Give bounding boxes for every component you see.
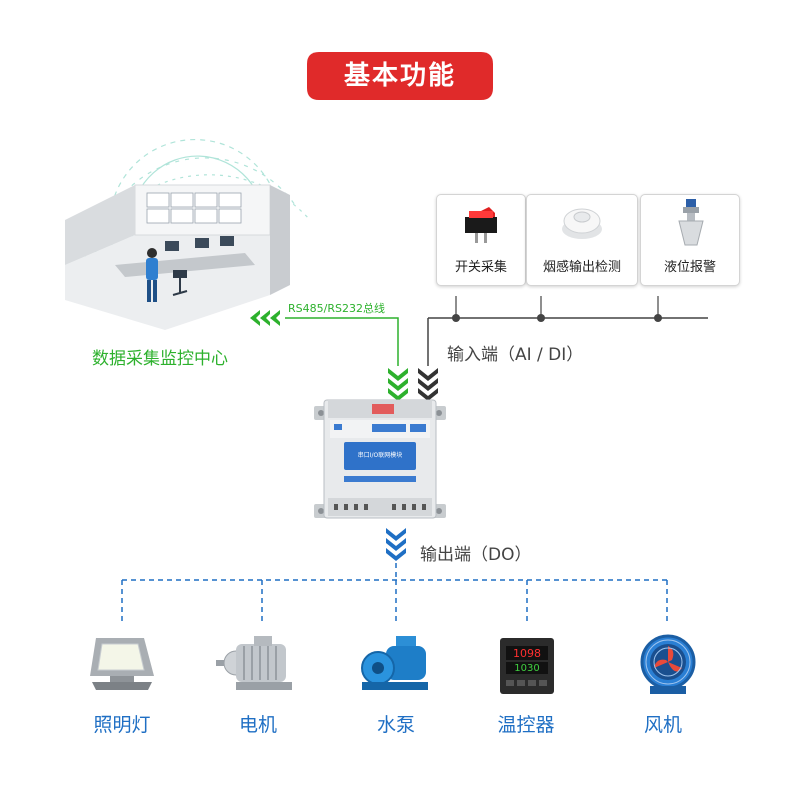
output-tree [121,563,668,625]
sensor-card-smoke: 烟感输出检测 [526,194,638,286]
device-label: 风机 [643,714,682,736]
sensor-card-switch: 开关采集 [436,194,526,286]
green-down-arrows [388,368,408,401]
monitoring-center-illustration [65,139,311,330]
dark-down-arrows [418,368,438,401]
device-label: 照明灯 [93,714,151,736]
rs485-line [285,317,399,366]
motor-icon [216,636,292,690]
sensor-label: 液位报警 [663,260,716,275]
floodlight-icon [90,638,154,690]
blue-down-arrows [386,528,406,561]
thermostat-icon: 1098 1030 [500,638,554,694]
io-module-body [314,399,446,519]
sensor-label: 开关采集 [454,260,507,275]
device-label: 温控器 [497,714,555,736]
page-title: 基本功能 [343,61,456,91]
smoke-detector-icon [562,208,602,239]
level-sensor-icon [678,199,704,246]
sensor-card-level: 液位报警 [640,194,740,286]
svg-text:1098: 1098 [513,647,541,660]
device-label: 水泵 [376,714,415,736]
input-port-label: 输入端（AI / DI） [447,345,584,365]
bus-node [537,314,545,322]
io-module: 串口I/O联网模块 [314,398,446,522]
io-module-name: 串口I/O联网模块 [357,452,403,459]
title-banner-bg [307,52,493,100]
svg-text:1030: 1030 [514,663,539,674]
bus-node [654,314,662,322]
sensor-label: 烟感输出检测 [542,260,621,275]
green-left-arrows [250,310,280,326]
switch-icon [465,207,497,243]
bus-node [452,314,460,322]
device-label: 电机 [238,714,277,736]
bus-label: RS485/RS232总线 [288,302,385,315]
fan-icon [640,634,696,694]
monitoring-center-label: 数据采集监控中心 [92,349,228,369]
pump-icon [361,636,428,690]
title-banner: 基本功能 [307,52,493,100]
output-port-label: 输出端（DO） [420,545,532,565]
